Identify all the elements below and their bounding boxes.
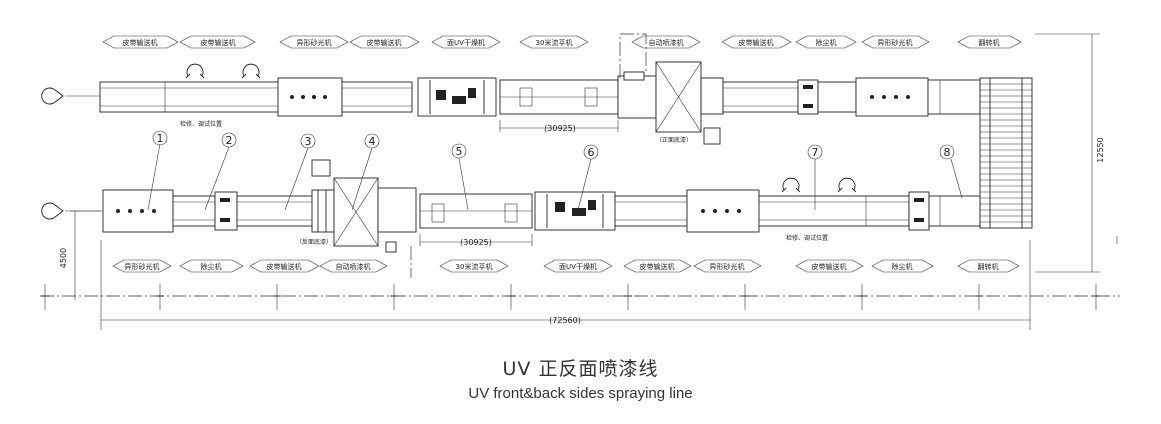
station-number-1: 1: [157, 132, 164, 145]
top-row-labels: 皮带输送机 皮带输送机 异形砂光机 皮带输送机 面UV干燥机 30米流平机 自动…: [102, 35, 1022, 49]
top-label-arrow-1: [102, 35, 179, 49]
bottom-label-8: 异形砂光机: [710, 262, 745, 271]
top-maintenance-note: 检修、调试位置: [180, 120, 222, 128]
overall-dimensions: (72560) 12550 4500: [59, 33, 1118, 330]
top-label-8: 皮带输送机: [739, 38, 774, 47]
bottom-label-arrow-8: [693, 259, 762, 273]
bottom-label-3: 皮带输送机: [267, 262, 302, 271]
back-booth-note: （反面底漆）: [296, 238, 332, 246]
top-label-arrow-11: [957, 35, 1022, 49]
bottom-label-arrow-11: [957, 259, 1020, 273]
bottom-label-4: 自动喷漆机: [336, 262, 371, 271]
station-callouts: 1 2 3 4 5 6 7 8: [147, 130, 963, 211]
operator-symbols: [185, 63, 857, 193]
bottom-label-arrow-6: [543, 259, 613, 273]
bottom-label-arrow-2: [179, 259, 244, 273]
top-label-1: 皮带输送机: [123, 38, 158, 47]
top-label-7: 自动喷漆机: [649, 38, 684, 47]
top-label-10: 异形砂光机: [878, 38, 913, 47]
bottom-line: [102, 159, 981, 253]
bottom-label-arrow-4: [319, 259, 388, 273]
top-label-arrow-3: [279, 35, 349, 49]
station-number-6: 6: [588, 146, 595, 159]
booth-boundary: [619, 33, 647, 78]
bottom-label-arrow-5: [439, 259, 509, 273]
top-label-arrow-8: [721, 35, 792, 49]
entry-symbols: [41, 87, 103, 220]
row-spacing-dimension: 4500: [59, 248, 68, 268]
top-label-arrow-4: [349, 35, 420, 49]
total-length-dimension: (72560): [549, 316, 581, 325]
bottom-maintenance-note: 检修、调试位置: [786, 234, 828, 242]
station-number-2: 2: [226, 134, 233, 147]
station-number-5: 5: [456, 145, 463, 158]
layout-drawing: 皮带输送机 皮带输送机 异形砂光机 皮带输送机 面UV干燥机 30米流平机 自动…: [40, 33, 1120, 330]
caption-title-en: UV front&back sides spraying line: [468, 385, 693, 402]
bottom-label-1: 异形砂光机: [125, 262, 160, 271]
top-label-arrow-6: [519, 35, 589, 49]
top-line: [99, 61, 981, 145]
top-label-arrow-7: [631, 35, 701, 49]
front-booth-note: （正面底漆）: [656, 136, 692, 144]
bottom-label-7: 皮带输送机: [640, 262, 675, 271]
top-label-5: 面UV干燥机: [447, 38, 485, 47]
flow-dimension-bottom: (30925): [460, 238, 492, 247]
top-label-11: 翻转机: [979, 38, 1000, 47]
top-label-arrow-5: [431, 35, 501, 49]
top-label-9: 除尘机: [816, 38, 837, 47]
top-label-4: 皮带输送机: [367, 38, 402, 47]
top-label-6: 30米流平机: [536, 38, 573, 47]
top-label-arrow-10: [861, 35, 930, 49]
column-axis: [40, 284, 1120, 310]
flow-dimensions: (30925) (30925): [419, 120, 619, 247]
station-number-3: 3: [305, 135, 312, 148]
station-number-7: 7: [812, 146, 819, 159]
total-width-dimension: 12550: [1096, 137, 1105, 162]
top-label-3: 异形砂光机: [297, 38, 332, 47]
bottom-label-5: 30米流平机: [456, 262, 493, 271]
bottom-label-arrow-3: [249, 259, 320, 273]
bottom-label-6: 面UV干燥机: [559, 262, 597, 271]
bottom-label-9: 皮带输送机: [812, 262, 847, 271]
bottom-label-arrow-7: [623, 259, 692, 273]
top-label-2: 皮带输送机: [201, 38, 236, 47]
bottom-label-arrow-10: [871, 259, 934, 273]
top-label-arrow-2: [179, 35, 256, 49]
station-number-4: 4: [369, 135, 376, 148]
bottom-label-arrow-9: [795, 259, 864, 273]
caption-title-cn: UV 正反面喷漆线: [502, 358, 659, 380]
bottom-label-11: 翻转机: [978, 262, 999, 271]
bottom-label-2: 除尘机: [201, 262, 222, 271]
bottom-label-10: 除尘机: [892, 262, 913, 271]
turnover-machine: [979, 77, 1033, 229]
flow-dimension-top: (30925): [544, 124, 576, 133]
bottom-row-labels: 异形砂光机 除尘机 皮带输送机 自动喷漆机 30米流平机 面UV干燥机 皮带输送…: [112, 259, 1020, 273]
station-number-8: 8: [944, 146, 951, 159]
top-label-arrow-9: [795, 35, 857, 49]
bottom-label-arrow-1: [112, 259, 172, 273]
